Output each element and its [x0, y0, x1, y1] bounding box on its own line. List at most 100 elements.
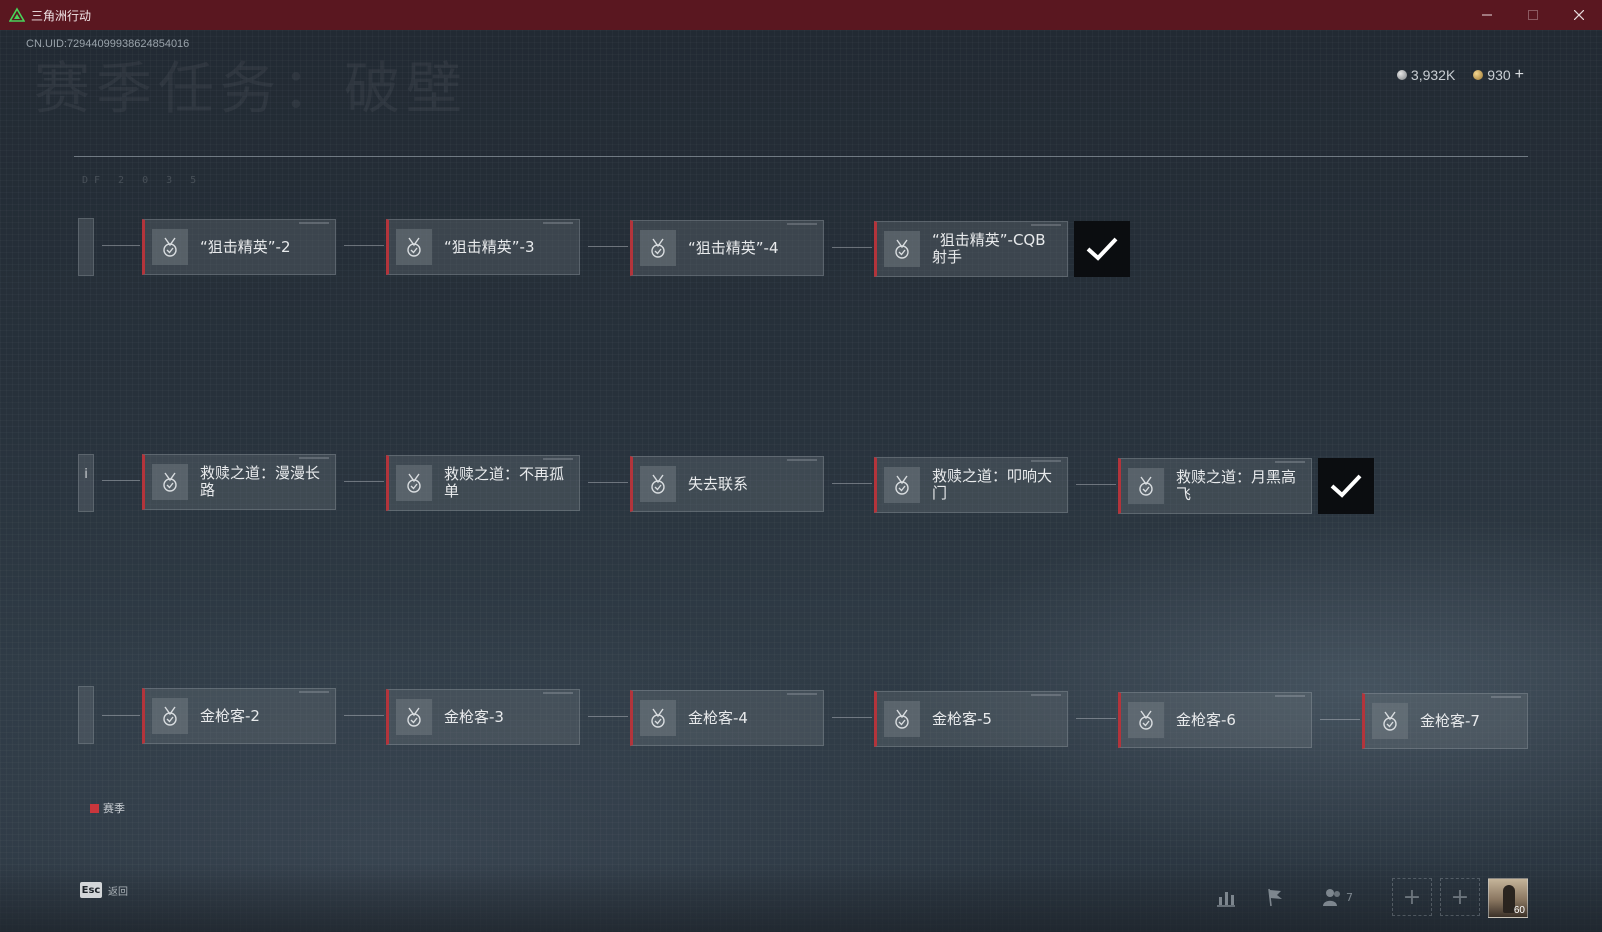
medal-icon: [640, 466, 676, 502]
legend-swatch: [90, 803, 99, 813]
gold-currency: 930 +: [1473, 66, 1524, 84]
maximize-icon: [1528, 10, 1538, 20]
task-label: “狙击精英”-4: [688, 238, 779, 257]
app-logo-icon: [9, 7, 25, 22]
task-node-redemption-dark-night[interactable]: 救赎之道：月黑高飞: [1118, 458, 1312, 514]
row3-prev-stub[interactable]: [78, 686, 94, 744]
stub-label: i: [84, 467, 88, 482]
connector: [588, 246, 628, 247]
task-label: 金枪客-3: [444, 707, 504, 726]
stats-button[interactable]: [1206, 878, 1246, 916]
task-label: 金枪客-5: [932, 709, 992, 728]
add-currency-button[interactable]: +: [1514, 66, 1524, 83]
connector: [588, 482, 628, 483]
connector: [832, 483, 872, 484]
gold-coin-icon: [1473, 70, 1484, 80]
maximize-button[interactable]: [1510, 0, 1556, 30]
chain-complete-badge: [1318, 458, 1374, 514]
silver-currency: 3,932K: [1396, 67, 1456, 83]
medal-icon: [1128, 702, 1164, 738]
add-icon: +: [1402, 884, 1422, 910]
medal-icon: [640, 230, 676, 266]
task-node-gunslinger-6[interactable]: 金枪客-6: [1118, 692, 1312, 748]
player-avatar[interactable]: 60: [1488, 878, 1528, 918]
task-label: 救赎之道：叩响大门: [932, 467, 1053, 502]
row1-prev-stub[interactable]: [78, 218, 94, 276]
medal-icon: [884, 231, 920, 267]
row2-prev-stub[interactable]: i: [78, 454, 94, 512]
medal-icon: [1372, 703, 1408, 739]
task-node-sniper-2[interactable]: “狙击精英”-2: [142, 219, 336, 275]
connector: [344, 715, 384, 716]
task-node-redemption-knock[interactable]: 救赎之道：叩响大门: [874, 457, 1068, 513]
connector: [1320, 719, 1360, 720]
medal-icon: [1128, 468, 1164, 504]
currency-bar: 3,932K 930 +: [1396, 66, 1524, 84]
task-label: 救赎之道：月黑高飞: [1176, 468, 1297, 503]
team-slot-1[interactable]: +: [1392, 878, 1432, 916]
legend-label: 赛季: [103, 802, 125, 815]
checkmark-icon: [1086, 237, 1118, 261]
connector: [102, 480, 140, 481]
minimize-icon: [1482, 14, 1492, 16]
connector: [1076, 484, 1116, 485]
task-node-gunslinger-2[interactable]: 金枪客-2: [142, 688, 336, 744]
panel-decoration: DF 2 0 3 5: [82, 175, 203, 186]
task-label: “狙击精英”-3: [444, 237, 535, 256]
task-node-sniper-4[interactable]: “狙击精英”-4: [630, 220, 824, 276]
bottom-bar: Esc 返回 7 + + 60: [0, 864, 1602, 932]
task-node-gunslinger-3[interactable]: 金枪客-3: [386, 689, 580, 745]
silver-amount: 3,932K: [1410, 67, 1456, 83]
task-node-gunslinger-5[interactable]: 金枪客-5: [874, 691, 1068, 747]
medal-icon: [396, 229, 432, 265]
close-icon: [1574, 10, 1584, 20]
task-label: 金枪客-2: [200, 706, 260, 725]
checkmark-icon: [1330, 474, 1362, 498]
add-icon: +: [1450, 884, 1470, 910]
medal-icon: [884, 467, 920, 503]
connector: [832, 717, 872, 718]
medal-icon: [396, 465, 432, 501]
task-label: 失去联系: [688, 474, 749, 493]
medal-icon: [640, 700, 676, 736]
task-node-gunslinger-4[interactable]: 金枪客-4: [630, 690, 824, 746]
close-button[interactable]: [1556, 0, 1602, 30]
friends-button[interactable]: 7: [1312, 878, 1362, 916]
task-node-gunslinger-7[interactable]: 金枪客-7: [1362, 693, 1528, 749]
task-node-redemption-not-alone[interactable]: 救赎之道：不再孤单: [386, 455, 580, 511]
missions-button[interactable]: [1256, 878, 1296, 916]
minimize-button[interactable]: [1464, 0, 1510, 30]
legend: 赛季: [90, 800, 125, 816]
task-label: “狙击精英”-CQB射手: [932, 231, 1046, 266]
silver-coin-icon: [1396, 70, 1407, 80]
task-label: 金枪客-6: [1176, 710, 1236, 729]
medal-icon: [152, 229, 188, 265]
medal-icon: [152, 698, 188, 734]
connector: [102, 715, 140, 716]
game-stage: 赛季任务：破壁 CN.UID:72944099938624854016 3,93…: [0, 30, 1602, 932]
connector: [588, 716, 628, 717]
medal-icon: [884, 701, 920, 737]
medal-icon: [396, 699, 432, 735]
gold-amount: 930: [1487, 67, 1511, 83]
task-label: 金枪客-4: [688, 708, 748, 727]
chain-complete-badge: [1074, 221, 1130, 277]
friends-count: 7: [1346, 890, 1353, 904]
back-button[interactable]: Esc 返回: [80, 882, 128, 898]
friends-icon: [1323, 889, 1340, 906]
player-uid: CN.UID:72944099938624854016: [26, 38, 190, 50]
task-label: 救赎之道：漫漫长路: [200, 464, 321, 499]
page-title-watermark: 赛季任务：破壁: [34, 57, 468, 122]
task-node-lost-contact[interactable]: 失去联系: [630, 456, 824, 512]
flag-icon: [1268, 888, 1282, 907]
bar-chart-icon: [1217, 892, 1235, 907]
task-node-sniper-3[interactable]: “狙击精英”-3: [386, 219, 580, 275]
avatar-figure: [1503, 885, 1515, 913]
window-title: 三角洲行动: [31, 8, 92, 23]
connector: [102, 245, 140, 246]
team-slot-2[interactable]: +: [1440, 878, 1480, 916]
player-level: 60: [1513, 905, 1525, 916]
task-tree-panel: DF 2 0 3 5: [74, 156, 1528, 831]
task-node-sniper-cqb[interactable]: “狙击精英”-CQB射手: [874, 221, 1068, 277]
task-node-redemption-long-road[interactable]: 救赎之道：漫漫长路: [142, 454, 336, 510]
